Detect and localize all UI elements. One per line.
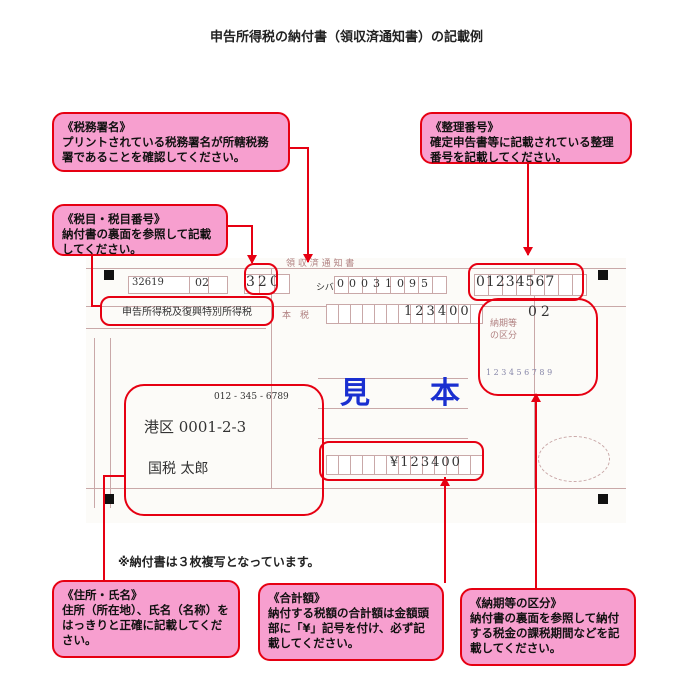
callout-period: 《納期等の区分》 納付書の裏面を参照して納付する税金の課税期間などを記載してくだ… [460,588,636,666]
tax-amount: 123400 [404,304,472,319]
form-header: 領 収 済 通 知 書 [286,259,355,269]
taxpayer-name: 国税 太郎 [148,461,209,477]
callout-total-heading: 《合計額》 [268,591,326,605]
callout-tax-office-body: プリントされている税務署名が所轄税務署であることを確認してください。 [62,135,269,164]
address: 港区 0001-2-3 [144,418,247,436]
account-number: 00031095 [337,277,433,290]
highlight-total-amount [319,441,484,481]
callout-period-body: 納付書の裏面を参照して納付する税金の課税期間などを記載してください。 [470,611,620,655]
code-2: 02 [195,276,209,289]
sample-stamp: 見 本 [340,368,460,412]
callout-tax-office: 《税務署名》 プリントされている税務署名が所轄税務署であることを確認してください… [52,112,290,172]
highlight-tax-item-name [100,296,274,326]
period-digits: 1 2 3 4 5 6 7 8 9 [486,368,553,377]
callout-tax-item: 《税目・税目番号》 納付書の裏面を参照して記載してください。 [52,204,228,256]
highlight-reference-number [468,263,584,301]
label-nouki: 納期等 [490,319,518,329]
callout-reference-body: 確定申告書等に記載されている整理番号を記載してください。 [430,135,614,164]
copies-note: ※納付書は３枚複写となっています。 [118,555,320,569]
code-1: 32619 [132,277,164,288]
callout-address-body: 住所（所在地）、氏名（名称）をはっきりと正確に記載してください。 [62,603,229,647]
label-honzei: 本 税 [282,311,310,321]
callout-total-body: 納付する税額の合計額は金額頭部に「¥」記号を付け、必ず記載してください。 [268,606,429,650]
highlight-period [478,298,598,396]
callout-total-amount: 《合計額》 納付する税額の合計額は金額頭部に「¥」記号を付け、必ず記載してくださ… [258,583,444,661]
callout-tax-item-body: 納付書の裏面を参照して記載してください。 [62,227,212,256]
callout-tax-office-heading: 《税務署名》 [62,120,131,134]
tax-item-name: 申告所得税及復興特別所得税 [122,307,252,318]
callout-reference-heading: 《整理番号》 [430,120,499,134]
page-title: 申告所得税の納付書（領収済通知書）の記載例 [209,30,483,45]
callout-reference-number: 《整理番号》 確定申告書等に記載されている整理番号を記載してください。 [420,112,632,164]
callout-address-name: 《住所・氏名》 住所（所在地）、氏名（名称）をはっきりと正確に記載してください。 [52,580,240,658]
sample-stamp-char-1: 見 [340,376,370,411]
highlight-tax-item-number [244,263,278,295]
callout-tax-item-heading: 《税目・税目番号》 [62,212,166,226]
stamp-area [538,436,610,482]
reference-number: 01234567 [476,274,556,290]
label-kubun: の区分 [490,331,518,341]
phone-number: 012 - 345 - 6789 [214,392,289,402]
callout-period-heading: 《納期等の区分》 [470,596,562,610]
period-code: 02 [528,304,554,320]
callout-address-heading: 《住所・氏名》 [62,588,143,602]
total-amount: ¥123400 [390,455,462,470]
sample-stamp-char-2: 本 [430,376,460,411]
office-name: シバ [316,283,334,293]
